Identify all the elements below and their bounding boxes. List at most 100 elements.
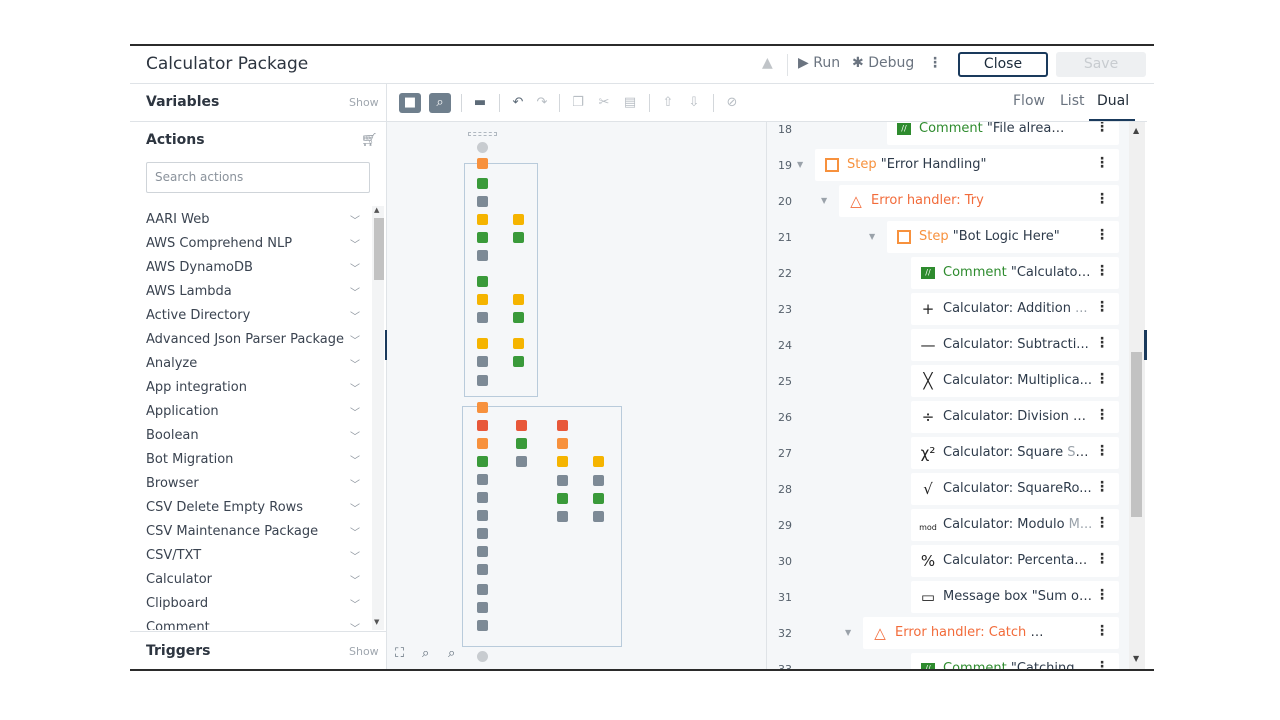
laptop-icon[interactable]: ▬ bbox=[473, 95, 487, 110]
variables-show-link[interactable]: Show bbox=[349, 96, 379, 109]
flow-node[interactable] bbox=[513, 312, 524, 323]
list-row[interactable]: 26÷Calculator: Division D...⋮ bbox=[767, 399, 1129, 435]
flow-node[interactable] bbox=[477, 620, 488, 631]
flow-node[interactable] bbox=[557, 438, 568, 449]
action-card[interactable]: Step "Error Handling"⋮ bbox=[815, 149, 1119, 181]
action-card[interactable]: √Calculator: SquareRo...⋮ bbox=[911, 473, 1119, 505]
action-card[interactable]: △Error handler: Try⋮ bbox=[839, 185, 1119, 217]
more-options-icon[interactable]: ⋮ bbox=[1095, 515, 1109, 531]
more-options-icon[interactable]: ⋮ bbox=[1095, 191, 1109, 207]
list-row[interactable]: 18//Comment "File already ex...⋮ bbox=[767, 122, 1129, 147]
flow-start-handle[interactable] bbox=[468, 132, 497, 136]
warning-icon[interactable]: ▲ bbox=[762, 55, 773, 71]
more-options-icon[interactable]: ⋮ bbox=[1095, 263, 1109, 279]
list-row[interactable]: 21▼Step "Bot Logic Here"⋮ bbox=[767, 219, 1129, 255]
scroll-down-icon[interactable]: ▼ bbox=[1133, 654, 1140, 663]
action-card[interactable]: Step "Bot Logic Here"⋮ bbox=[887, 221, 1119, 253]
scroll-thumb[interactable] bbox=[374, 218, 384, 280]
action-category-item[interactable]: Active Directory﹀ bbox=[146, 308, 360, 323]
action-category-item[interactable]: Application﹀ bbox=[146, 404, 360, 419]
collapse-icon[interactable]: ▼ bbox=[869, 232, 876, 241]
action-card[interactable]: ÷Calculator: Division D...⋮ bbox=[911, 401, 1119, 433]
more-options-icon[interactable]: ⋮ bbox=[1095, 299, 1109, 315]
flow-node[interactable] bbox=[557, 493, 568, 504]
list-row[interactable]: 28√Calculator: SquareRo...⋮ bbox=[767, 471, 1129, 507]
action-category-item[interactable]: Browser﹀ bbox=[146, 476, 360, 491]
action-card[interactable]: //Comment "Calculator...⋮ bbox=[911, 257, 1119, 289]
zoom-out-icon[interactable]: ⌕ bbox=[448, 646, 456, 661]
action-category-item[interactable]: AWS Lambda﹀ bbox=[146, 284, 360, 299]
flow-node[interactable] bbox=[477, 375, 488, 386]
folder-search-icon[interactable]: ⌕ bbox=[429, 93, 451, 113]
fit-screen-icon[interactable]: ⛶ bbox=[395, 646, 405, 661]
list-row[interactable]: 22//Comment "Calculator...⋮ bbox=[767, 255, 1129, 291]
flow-node[interactable] bbox=[557, 420, 568, 431]
flow-node[interactable] bbox=[593, 456, 604, 467]
flow-node[interactable] bbox=[477, 214, 488, 225]
list-row[interactable]: 30%Calculator: Percentag...⋮ bbox=[767, 543, 1129, 579]
scroll-up-icon[interactable]: ▲ bbox=[374, 206, 380, 214]
more-options-icon[interactable]: ⋮ bbox=[1095, 407, 1109, 423]
flow-node[interactable] bbox=[593, 475, 604, 486]
flow-node[interactable] bbox=[477, 651, 488, 662]
flow-node[interactable] bbox=[477, 438, 488, 449]
flow-node[interactable] bbox=[516, 438, 527, 449]
flow-node[interactable] bbox=[557, 475, 568, 486]
action-category-item[interactable]: Advanced Json Parser Package﹀ bbox=[146, 332, 360, 347]
action-category-item[interactable]: Clipboard﹀ bbox=[146, 596, 360, 611]
list-row[interactable]: 23+Calculator: Addition ...⋮ bbox=[767, 291, 1129, 327]
flow-node[interactable] bbox=[477, 178, 488, 189]
flow-node[interactable] bbox=[477, 528, 488, 539]
more-options-icon[interactable]: ⋮ bbox=[1095, 551, 1109, 567]
import-icon[interactable]: ⇩ bbox=[688, 95, 700, 110]
action-category-item[interactable]: Analyze﹀ bbox=[146, 356, 360, 371]
flow-node[interactable] bbox=[477, 294, 488, 305]
flow-node[interactable] bbox=[557, 456, 568, 467]
flow-node[interactable] bbox=[513, 214, 524, 225]
flow-node[interactable] bbox=[477, 602, 488, 613]
flow-node[interactable] bbox=[477, 546, 488, 557]
close-button[interactable]: Close bbox=[958, 52, 1048, 77]
flow-node[interactable] bbox=[513, 356, 524, 367]
tab-flow[interactable]: Flow bbox=[1013, 93, 1045, 109]
flow-node[interactable] bbox=[477, 492, 488, 503]
list-row[interactable]: 32▼△Error handler: Catch AllErrors⋮ bbox=[767, 615, 1129, 651]
redo-icon[interactable]: ↷ bbox=[536, 95, 548, 110]
more-options-icon[interactable]: ⋮ bbox=[1095, 155, 1109, 171]
actions-scrollbar[interactable]: ▲ ▼ bbox=[372, 206, 384, 630]
action-category-item[interactable]: CSV Delete Empty Rows﹀ bbox=[146, 500, 360, 515]
panel-resize-handle[interactable] bbox=[1144, 330, 1147, 360]
more-options-icon[interactable]: ⋮ bbox=[928, 55, 942, 71]
action-category-item[interactable]: CSV/TXT﹀ bbox=[146, 548, 360, 563]
more-options-icon[interactable]: ⋮ bbox=[1095, 122, 1109, 135]
flow-node[interactable] bbox=[593, 493, 604, 504]
scroll-thumb[interactable] bbox=[1131, 352, 1142, 517]
flow-node[interactable] bbox=[513, 338, 524, 349]
more-options-icon[interactable]: ⋮ bbox=[1095, 659, 1109, 669]
tab-list[interactable]: List bbox=[1060, 93, 1085, 109]
flow-node[interactable] bbox=[477, 142, 488, 153]
list-row[interactable]: 19▼Step "Error Handling"⋮ bbox=[767, 147, 1129, 183]
action-card[interactable]: ▭Message box "Sum of ...⋮ bbox=[911, 581, 1119, 613]
action-category-item[interactable]: CSV Maintenance Package﹀ bbox=[146, 524, 360, 539]
action-category-item[interactable]: Boolean﹀ bbox=[146, 428, 360, 443]
flow-node[interactable] bbox=[477, 196, 488, 207]
triggers-show-link[interactable]: Show bbox=[349, 645, 379, 658]
collapse-icon[interactable]: ▼ bbox=[797, 160, 804, 169]
flow-node[interactable] bbox=[477, 312, 488, 323]
list-row[interactable]: 24—Calculator: Subtracti...⋮ bbox=[767, 327, 1129, 363]
flow-node[interactable] bbox=[477, 276, 488, 287]
cut-icon[interactable]: ✂ bbox=[598, 95, 610, 110]
action-card[interactable]: //Comment "Catching All E...⋮ bbox=[911, 653, 1119, 669]
panel-resize-handle[interactable] bbox=[385, 330, 388, 360]
flow-canvas[interactable]: ⛶ ⌕ ⌕ bbox=[387, 122, 767, 669]
more-options-icon[interactable]: ⋮ bbox=[1095, 335, 1109, 351]
record-icon[interactable]: ■ bbox=[399, 93, 421, 113]
action-category-item[interactable]: Bot Migration﹀ bbox=[146, 452, 360, 467]
action-card[interactable]: +Calculator: Addition ...⋮ bbox=[911, 293, 1119, 325]
flow-node[interactable] bbox=[477, 584, 488, 595]
flow-node[interactable] bbox=[477, 232, 488, 243]
undo-icon[interactable]: ↶ bbox=[512, 95, 524, 110]
